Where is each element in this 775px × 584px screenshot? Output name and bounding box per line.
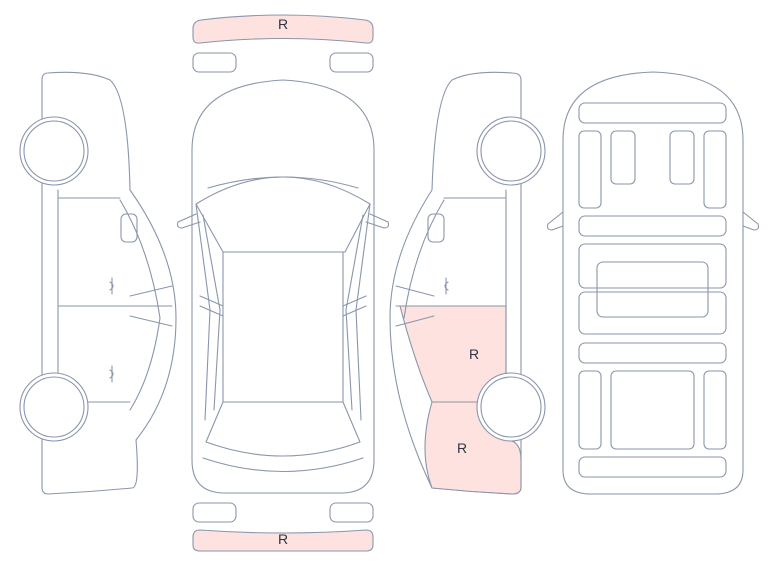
left-mirror[interactable]: [120, 213, 138, 243]
right-front-handle[interactable]: [444, 277, 449, 295]
left-b-pillar: [199, 295, 224, 317]
hood-line: [207, 176, 359, 189]
roof-panel[interactable]: [222, 251, 344, 403]
right-a-pillar: [345, 203, 371, 421]
front-right-seat[interactable]: [669, 130, 695, 185]
front-crossbar[interactable]: [578, 215, 727, 237]
front-bumper-panel[interactable]: [192, 14, 374, 44]
left-rear-wheel-rim: [23, 376, 85, 438]
rear-bumper-mark: R: [278, 531, 288, 547]
right-rear-wheel-rim: [480, 376, 542, 438]
rear-window: [205, 401, 361, 457]
rear-crossbar[interactable]: [578, 342, 727, 364]
left-side-view: [19, 71, 177, 495]
interior-right-mirror[interactable]: [742, 211, 760, 231]
left-pillar: [129, 285, 173, 327]
front-left-fog-light[interactable]: [192, 52, 237, 73]
trunk-line: [202, 457, 364, 472]
interior-view: [546, 71, 760, 495]
top-right-mirror[interactable]: [365, 213, 390, 229]
front-bumper-mark: R: [278, 16, 288, 32]
rear-right-pillar-box[interactable]: [703, 370, 727, 450]
right-rear-door-mark: R: [469, 346, 479, 362]
rear-bench[interactable]: [610, 370, 695, 450]
front-right-pillar-box[interactable]: [703, 130, 727, 209]
trunk-bar[interactable]: [578, 456, 727, 478]
left-rear-handle[interactable]: [109, 365, 114, 383]
right-rear-wheel[interactable]: [476, 372, 546, 442]
middle-lower-box[interactable]: [578, 291, 727, 335]
interior-left-mirror[interactable]: [546, 211, 564, 231]
right-glass-line: [403, 199, 445, 319]
rear-left-pillar-box[interactable]: [578, 370, 602, 450]
right-side-view: R R: [389, 71, 546, 495]
left-front-wheel-rim: [23, 120, 85, 182]
left-rear-wheel[interactable]: [19, 372, 89, 442]
front-left-pillar-box[interactable]: [578, 130, 602, 209]
rear-bumper-panel[interactable]: [192, 529, 374, 552]
dashboard-bar[interactable]: [578, 102, 727, 124]
top-view: [176, 79, 390, 494]
rear-right-light[interactable]: [329, 502, 374, 523]
middle-console[interactable]: [596, 261, 709, 318]
right-b-pillar: [342, 295, 367, 317]
left-front-handle[interactable]: [109, 277, 114, 295]
top-left-mirror[interactable]: [176, 213, 201, 229]
rear-bumper-group: R: [192, 502, 374, 552]
left-front-wheel[interactable]: [19, 116, 89, 186]
right-mirror[interactable]: [427, 213, 445, 243]
front-bumper-group: R: [192, 14, 374, 73]
middle-left-box[interactable]: [578, 243, 727, 289]
right-front-wheel[interactable]: [476, 116, 546, 186]
left-glass-line: [119, 199, 161, 411]
right-front-wheel-rim: [480, 120, 542, 182]
rear-left-light[interactable]: [192, 502, 237, 523]
top-body-outline: [191, 79, 375, 494]
right-rear-quarter-mark: R: [457, 440, 467, 456]
windshield: [195, 176, 371, 253]
front-left-seat[interactable]: [610, 130, 636, 185]
interior-body-outline: [562, 71, 744, 495]
right-pillar: [395, 285, 435, 327]
front-right-fog-light[interactable]: [329, 52, 374, 73]
left-a-pillar: [195, 203, 221, 421]
left-side-body: [41, 71, 177, 495]
